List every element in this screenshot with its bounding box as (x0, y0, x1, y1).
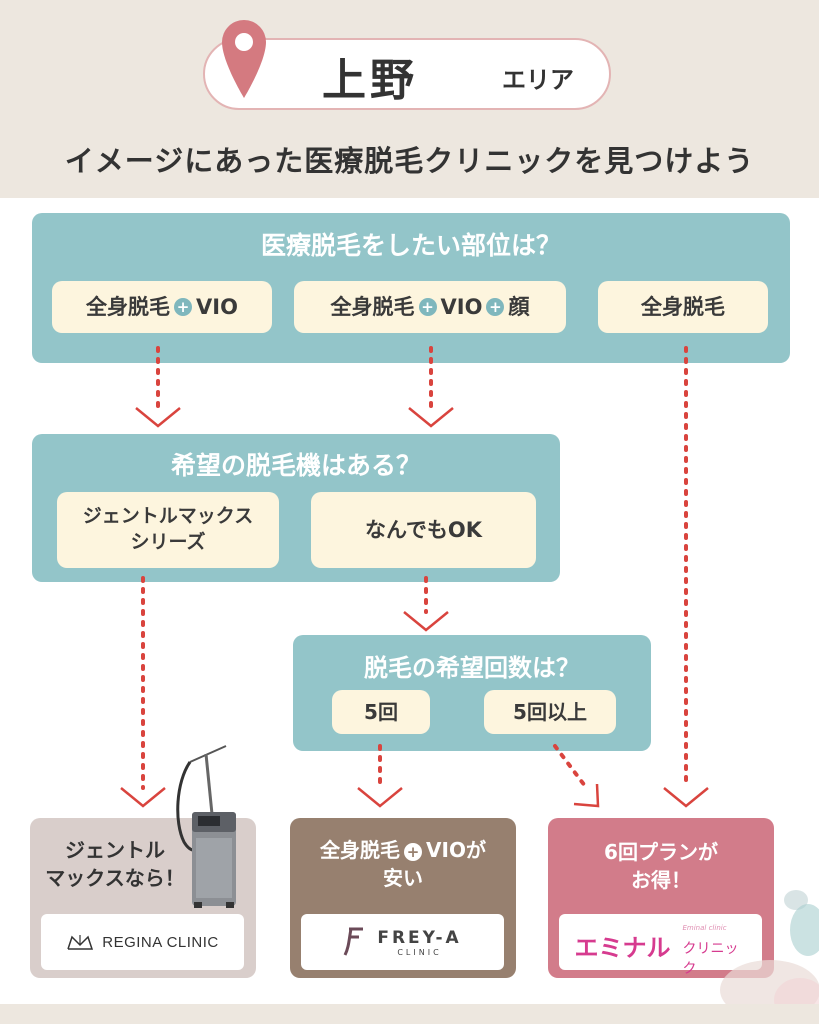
map-pin-icon (222, 20, 266, 98)
area-suffix: エリア (502, 66, 574, 94)
area-pill (203, 38, 611, 110)
freya-f-icon (343, 927, 364, 956)
option-fullbody-vio[interactable]: 全身脱毛 + VIO (52, 281, 272, 333)
plus-icon: + (486, 298, 505, 316)
logo-small-text: Eminal clinic (682, 924, 727, 932)
question-title-machine: 希望の脱毛機はある？ (170, 451, 421, 480)
option-label: 全身脱毛 (86, 294, 171, 319)
option-fullbody[interactable]: 全身脱毛 (598, 281, 768, 333)
plus-icon: + (174, 298, 193, 316)
result-title-regina: ジェントル マックスなら！ (45, 838, 185, 890)
option-5-plus-sessions[interactable]: 5回以上 (484, 690, 616, 734)
option-anything-ok[interactable]: なんでもOK (311, 492, 536, 568)
area-name: 上野 (322, 55, 418, 106)
bottom-bar (0, 1004, 819, 1024)
logo-eminal-clinic: Eminal clinic エミナル クリニック (559, 914, 762, 977)
option-fullbody-vio-face[interactable]: 全身脱毛 + VIO + 顔 (294, 281, 566, 333)
plus-icon: + (418, 298, 437, 316)
logo-subtext: CLINIC (397, 947, 442, 957)
logo-freya-clinic: FREY-A CLINIC (301, 914, 504, 970)
logo-text: FREY-A (377, 927, 462, 948)
option-label: 顔 (508, 294, 530, 319)
option-label: VIO (440, 294, 483, 319)
question-title-body-part: 医療脱毛をしたい部位は？ (260, 231, 561, 260)
decorative-blobs (720, 890, 819, 1022)
option-label: 全身脱毛 (641, 294, 725, 319)
logo-text-main: エミナル (574, 934, 671, 962)
result-title-freya: 全身脱毛+VIOが 安い (290, 836, 516, 892)
logo-text: REGINA CLINIC (102, 933, 219, 951)
page-headline: イメージにあった医療脱毛クリニックを見つけよう (64, 144, 755, 178)
logo-text-sub: クリニック (682, 941, 739, 977)
option-gentlemax[interactable]: ジェントルマックス シリーズ (57, 492, 279, 568)
question-title-sessions: 脱毛の希望回数は？ (364, 654, 580, 682)
crown-icon (67, 935, 94, 950)
logo-regina-clinic: REGINA CLINIC (41, 914, 244, 970)
result-title-part: VIOが (426, 838, 486, 862)
option-label: VIO (196, 294, 238, 319)
laser-machine-illustration (176, 745, 236, 908)
option-5-sessions[interactable]: 5回 (332, 690, 430, 734)
option-label: 全身脱毛 (330, 294, 415, 319)
result-title-eminal: 6回プランが お得！ (604, 840, 718, 892)
result-title-part: 全身脱毛 (320, 838, 401, 862)
result-title-part: 安い (383, 866, 423, 890)
plus-icon: + (404, 842, 423, 861)
